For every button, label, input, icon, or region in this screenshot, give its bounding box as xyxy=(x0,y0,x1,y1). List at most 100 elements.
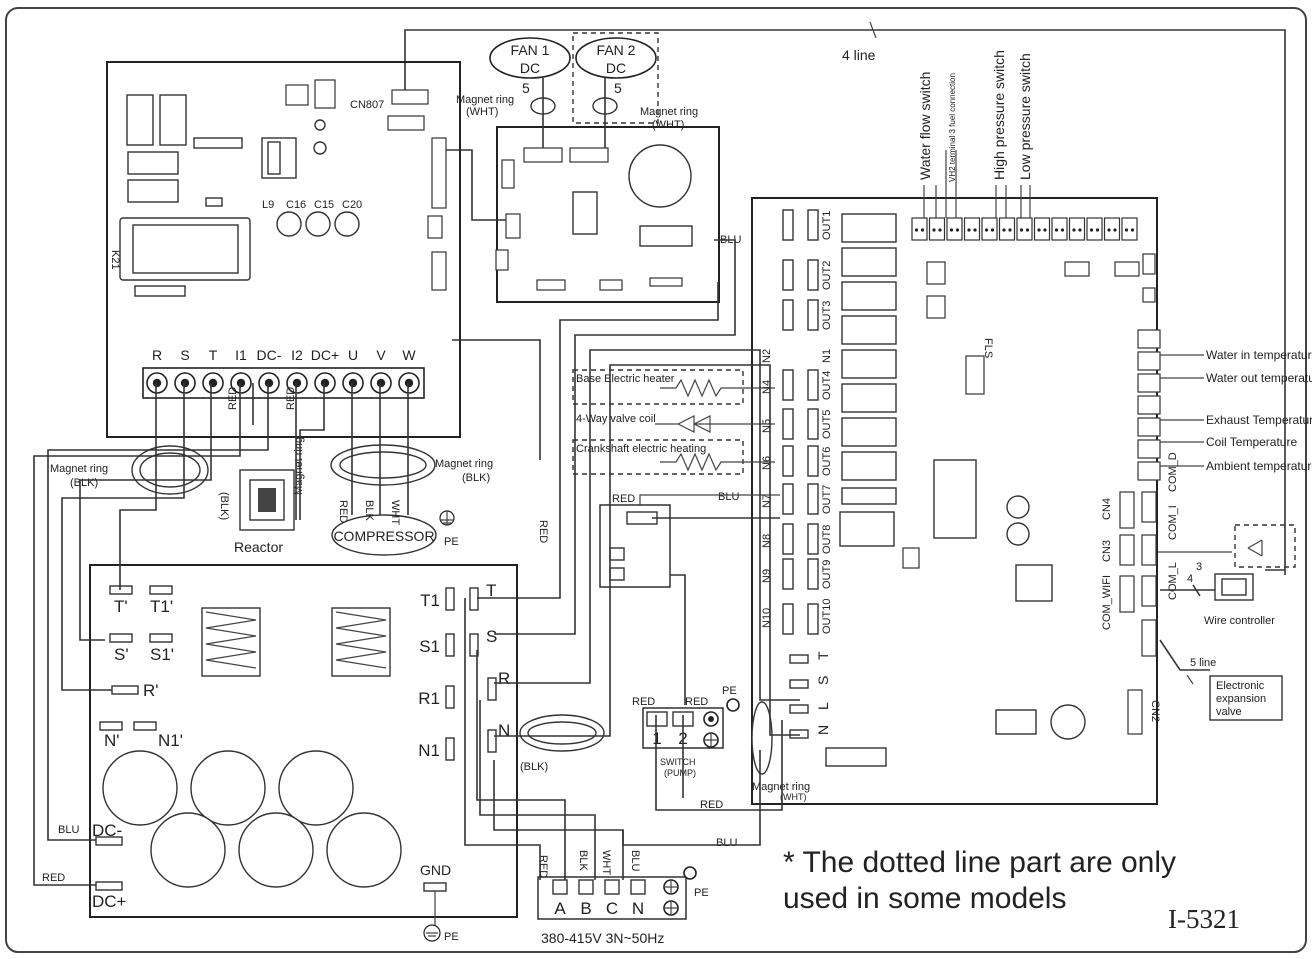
sensor-label-3: Exhaust Temperature xyxy=(1206,413,1312,427)
diagram-frame xyxy=(5,7,1307,953)
filter-terminal-s-in: S xyxy=(486,627,497,646)
svg-text:C20: C20 xyxy=(342,199,362,211)
n-label-n2: N2 xyxy=(761,349,773,363)
svg-text:BLU: BLU xyxy=(629,850,641,871)
svg-text:DC: DC xyxy=(520,60,540,76)
out-label-1: OUT1 xyxy=(821,211,833,240)
svg-text:BLU: BLU xyxy=(716,837,737,849)
svg-text:RED: RED xyxy=(337,500,349,523)
fan-1 xyxy=(489,37,571,79)
fan-2 xyxy=(575,37,657,79)
svg-text:(BLK): (BLK) xyxy=(70,477,98,489)
out-label-4: OUT4 xyxy=(821,371,833,400)
out-label-7: OUT7 xyxy=(821,485,833,514)
svg-text:(BLK): (BLK) xyxy=(462,472,490,484)
svg-text:5: 5 xyxy=(614,80,622,96)
svg-text:3: 3 xyxy=(1196,561,1202,573)
out-label-8: OUT8 xyxy=(821,525,833,554)
svg-text:Magnet ring: Magnet ring xyxy=(293,437,305,495)
main-terminal-s: S xyxy=(815,676,831,685)
svg-text:PE: PE xyxy=(722,685,737,697)
supply-terminal-n: N xyxy=(632,899,644,918)
main-terminal-l: L xyxy=(815,702,831,710)
svg-text:(BLK): (BLK) xyxy=(520,761,548,773)
cn3-label: CN3 xyxy=(1101,540,1113,562)
compressor xyxy=(331,514,437,556)
svg-text:FAN 1: FAN 1 xyxy=(511,42,550,58)
filter-dc-plus: DC+ xyxy=(92,892,127,911)
filter-terminal-r1: R1 xyxy=(418,689,440,708)
sensor-label-1: Water in temperature xyxy=(1206,348,1312,362)
out-label-6: OUT6 xyxy=(821,447,833,476)
svg-text:BLU: BLU xyxy=(718,491,739,503)
svg-text:Magnet ring: Magnet ring xyxy=(435,458,493,470)
svg-text:PE: PE xyxy=(444,931,459,943)
svg-text:WHT: WHT xyxy=(600,850,612,875)
svg-text:L9: L9 xyxy=(262,199,274,211)
svg-text:(WHT): (WHT) xyxy=(652,119,684,131)
main-control-board xyxy=(751,197,1158,805)
n-label-n5: N5 xyxy=(761,419,773,433)
filter-terminal-r-in: R xyxy=(498,669,510,688)
supply-terminal-a: A xyxy=(554,899,566,918)
svg-text:5: 5 xyxy=(522,80,530,96)
driver-terminal-w: W xyxy=(402,347,416,363)
svg-text:RED: RED xyxy=(537,520,549,543)
cn807-label: CN807 xyxy=(350,99,384,111)
svg-text:(WHT): (WHT) xyxy=(466,106,498,118)
supply-terminal-b: B xyxy=(580,899,591,918)
svg-text:RED: RED xyxy=(700,799,723,811)
svg-text:RED: RED xyxy=(285,387,297,410)
driver-terminal-s: S xyxy=(180,347,189,363)
filter-terminal-n-in: N xyxy=(498,721,510,740)
svg-text:PE: PE xyxy=(694,887,709,899)
svg-text:(PUMP): (PUMP) xyxy=(664,768,696,778)
svg-text:RED: RED xyxy=(685,696,708,708)
com-i-label: COM_I xyxy=(1167,505,1179,540)
n-label-n8: N8 xyxy=(761,534,773,548)
high-pressure-switch-label: High pressure switch xyxy=(991,50,1007,180)
cn4-label: CN4 xyxy=(1101,498,1113,520)
fan-board xyxy=(496,126,720,303)
main-terminal-n: N xyxy=(815,725,831,735)
n-label-n4: N4 xyxy=(761,380,773,394)
low-pressure-switch-label: Low pressure switch xyxy=(1017,53,1033,180)
supply-terminal-c: C xyxy=(606,899,618,918)
svg-text:Magnet ring: Magnet ring xyxy=(640,106,698,118)
svg-text:C15: C15 xyxy=(314,199,334,211)
filter-terminal-s1: S1 xyxy=(419,637,440,656)
svg-text:valve: valve xyxy=(1216,706,1242,718)
magnet-ring-blk-label: Magnet ring xyxy=(50,463,108,475)
out-label-10: OUT10 xyxy=(821,599,833,634)
out-label-2: OUT2 xyxy=(821,261,833,290)
cn2-label: CN2 xyxy=(1149,700,1161,722)
n-label-n9: N9 xyxy=(761,569,773,583)
driver-terminal-i2: I2 xyxy=(291,347,303,363)
svg-text:RED: RED xyxy=(537,855,549,878)
four-way-valve-label: 4-Way valve coil xyxy=(576,413,656,425)
svg-text:(WHT): (WHT) xyxy=(780,792,807,802)
supply-voltage-label: 380-415V 3N~50Hz xyxy=(541,930,664,946)
svg-text:BLK: BLK xyxy=(363,500,375,521)
filter-terminal-left-4: N' xyxy=(104,731,120,750)
out-label-3: OUT3 xyxy=(821,301,833,330)
svg-text:WHT: WHT xyxy=(389,500,401,525)
driver-terminal-u: U xyxy=(348,347,358,363)
svg-text:FAN 2: FAN 2 xyxy=(597,42,636,58)
crankshaft-heating-label: Crankshaft electric heating xyxy=(576,443,706,455)
com-d-label: COM_D xyxy=(1167,452,1179,492)
svg-text:C16: C16 xyxy=(286,199,306,211)
svg-text:DC: DC xyxy=(606,60,626,76)
note-line-2: used in some models xyxy=(783,882,1066,915)
filter-terminal-left-b-4: N1' xyxy=(158,731,183,750)
filter-terminal-left-1: T' xyxy=(114,597,128,616)
wire-controller-label: Wire controller xyxy=(1204,615,1275,627)
reactor-label: Reactor xyxy=(234,539,283,555)
driver-terminal-v: V xyxy=(376,347,386,363)
com-wifi-label: COM_WIFI xyxy=(1101,575,1113,630)
driver-terminal-dcminus: DC- xyxy=(257,347,282,363)
svg-text:BLU: BLU xyxy=(58,824,79,836)
main-terminal-t: T xyxy=(815,651,831,660)
